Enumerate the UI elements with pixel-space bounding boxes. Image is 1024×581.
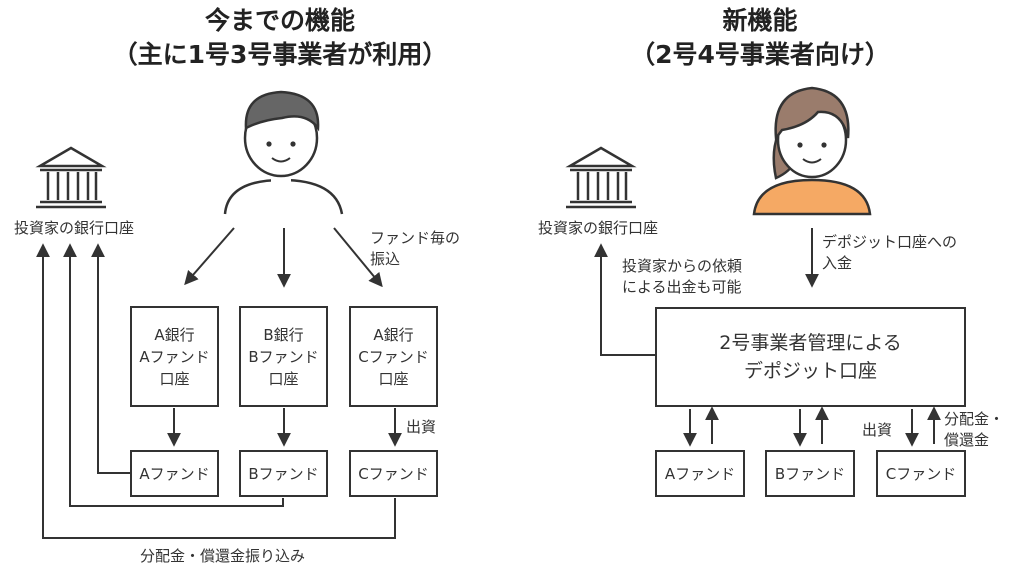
account-box-c: A銀行 Cファンド 口座 bbox=[349, 306, 438, 407]
right-payout-label: 分配金・ 償還金 bbox=[944, 409, 1004, 451]
left-fund-box-a: Aファンド bbox=[130, 450, 219, 497]
deposit-label: デポジット口座への 入金 bbox=[822, 232, 957, 274]
right-fund-box-b: Bファンド bbox=[765, 450, 855, 497]
transfer-label-line2: 振込 bbox=[370, 250, 401, 268]
account-b-bank: B銀行 bbox=[263, 325, 304, 344]
right-fund-box-a: Aファンド bbox=[655, 450, 745, 497]
account-c-fund: Cファンド bbox=[358, 347, 429, 366]
right-title: 新機能 （2号4号事業者向け） bbox=[560, 4, 960, 72]
right-payout-label-line1: 分配金・ bbox=[944, 410, 1005, 428]
account-b-fund: Bファンド bbox=[248, 347, 319, 366]
deposit-label-line1: デポジット口座への bbox=[822, 233, 958, 251]
male-person-icon bbox=[223, 90, 344, 215]
deposit-account-line2: デポジット口座 bbox=[743, 360, 877, 382]
left-fund-a-label: Aファンド bbox=[139, 464, 210, 483]
left-invest-label: 出資 bbox=[406, 418, 437, 436]
withdraw-label-line2: による出金も可能 bbox=[622, 278, 742, 296]
left-title-line2: （主に1号3号事業者が利用） bbox=[112, 40, 448, 69]
left-fund-c-label: Cファンド bbox=[358, 464, 429, 483]
left-fund-box-b: Bファンド bbox=[239, 450, 328, 497]
left-title-line1: 今までの機能 bbox=[204, 6, 355, 35]
bank-icon bbox=[565, 146, 637, 209]
transfer-arrow-c bbox=[333, 227, 383, 288]
deposit-account-box: 2号事業者管理による デポジット口座 bbox=[655, 307, 966, 407]
withdraw-arrow bbox=[594, 243, 655, 356]
bank-icon bbox=[35, 146, 107, 209]
payout-line-c bbox=[36, 243, 396, 539]
account-a-type: 口座 bbox=[159, 369, 190, 388]
account-a-fund: Aファンド bbox=[139, 347, 210, 366]
female-person-icon bbox=[752, 86, 872, 216]
right-fund-box-c: Cファンド bbox=[876, 450, 966, 497]
transfer-arrow-a bbox=[184, 227, 235, 286]
transfer-label: ファンド毎の 振込 bbox=[370, 228, 460, 270]
payout-label: 分配金・償還金振り込み bbox=[140, 547, 306, 565]
left-fund-b-label: Bファンド bbox=[248, 464, 319, 483]
right-title-line1: 新機能 bbox=[722, 6, 798, 35]
left-bank-label: 投資家の銀行口座 bbox=[14, 219, 135, 237]
right-fund-c-label: Cファンド bbox=[885, 464, 957, 483]
right-fund-a-label: Aファンド bbox=[664, 464, 736, 483]
right-title-line2: （2号4号事業者向け） bbox=[630, 40, 890, 69]
withdraw-label: 投資家からの依頼 による出金も可能 bbox=[622, 256, 742, 298]
account-a-bank: A銀行 bbox=[154, 325, 195, 344]
deposit-account-line1: 2号事業者管理による bbox=[719, 332, 902, 354]
account-box-a: A銀行 Aファンド 口座 bbox=[130, 306, 219, 407]
payout-line-b bbox=[63, 243, 284, 507]
account-c-bank: A銀行 bbox=[373, 325, 414, 344]
withdraw-label-line1: 投資家からの依頼 bbox=[622, 257, 743, 275]
account-c-type: 口座 bbox=[378, 369, 409, 388]
payout-line-a bbox=[91, 243, 130, 474]
deposit-label-line2: 入金 bbox=[822, 254, 853, 272]
left-title: 今までの機能 （主に1号3号事業者が利用） bbox=[60, 4, 500, 72]
right-fund-b-label: Bファンド bbox=[774, 464, 846, 483]
account-b-type: 口座 bbox=[268, 369, 299, 388]
account-box-b: B銀行 Bファンド 口座 bbox=[239, 306, 328, 407]
right-bank-label: 投資家の銀行口座 bbox=[538, 219, 659, 237]
right-invest-label: 出資 bbox=[862, 421, 893, 439]
transfer-label-line1: ファンド毎の bbox=[370, 229, 461, 247]
left-fund-box-c: Cファンド bbox=[349, 450, 438, 497]
right-payout-label-line2: 償還金 bbox=[944, 431, 990, 449]
